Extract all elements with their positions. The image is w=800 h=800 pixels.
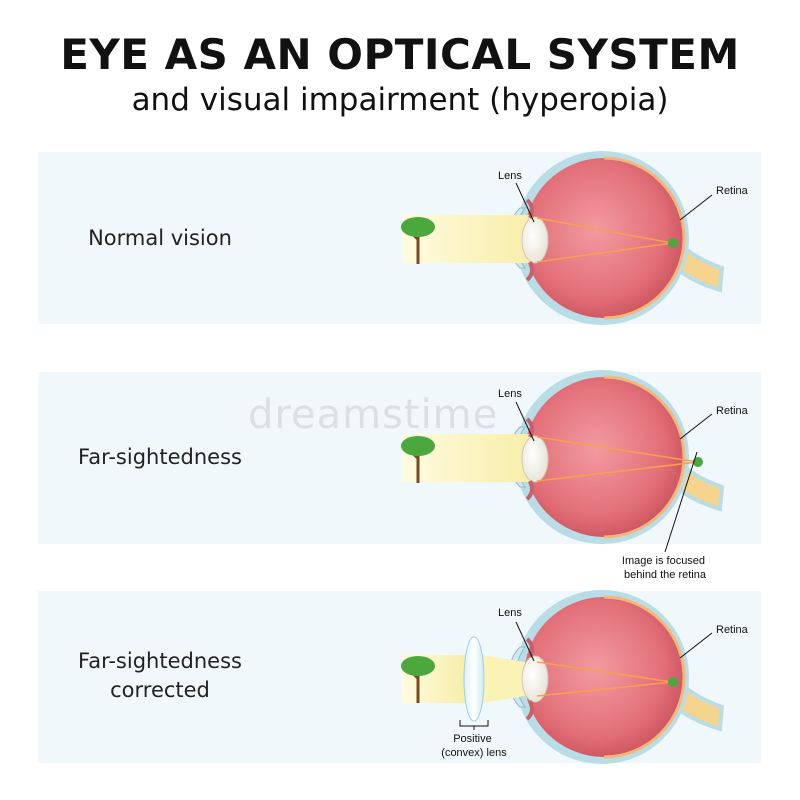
lens-pointer	[515, 621, 535, 662]
panel-label-corrected: Far-sightedness corrected	[40, 647, 280, 705]
retina-pointer	[679, 413, 713, 440]
ray-bottom	[536, 681, 673, 697]
lens	[521, 216, 549, 264]
retina-label: Retina	[716, 405, 749, 417]
iris	[525, 198, 534, 282]
tree-icon	[401, 217, 435, 264]
retina-layer	[603, 375, 686, 539]
convex-lens-line: Positive	[453, 733, 492, 745]
eyeball	[524, 597, 684, 757]
light-beam-converging	[482, 655, 525, 703]
lens	[521, 655, 549, 703]
ray-top	[536, 217, 673, 244]
watermark: dreamstime	[248, 392, 499, 438]
retina-label: Retina	[716, 185, 749, 197]
iris	[525, 417, 534, 501]
retina-pointer	[679, 632, 713, 659]
focused-image-icon	[668, 238, 678, 248]
iris	[525, 637, 534, 721]
convex-lens	[463, 636, 485, 722]
convex-lens-label: Positive (convex) lens	[441, 733, 507, 759]
lens-pointer	[515, 401, 535, 442]
eye-normal	[402, 151, 725, 325]
panel-label-far-sightedness: Far-sightedness	[40, 443, 280, 472]
retina-label: Retina	[716, 624, 749, 636]
note-line: behind the retina	[624, 569, 707, 581]
convex-lens-bracket	[459, 720, 489, 730]
convex-lens-line: (convex) lens	[441, 747, 507, 759]
panel-label-line: Far-sightedness	[78, 445, 242, 469]
page-title: EYE AS AN OPTICAL SYSTEM	[60, 30, 740, 79]
note-pointer	[664, 451, 698, 553]
panel-label-line: Far-sightedness	[78, 649, 242, 673]
panel-label-normal: Normal vision	[40, 224, 280, 253]
page-subtitle: and visual impairment (hyperopia)	[131, 82, 669, 118]
ray-top	[536, 661, 673, 683]
focused-image-icon	[668, 677, 678, 687]
ray-bottom	[536, 461, 699, 482]
focused-image-icon	[693, 457, 703, 467]
eyeball	[524, 158, 684, 318]
lens	[521, 435, 549, 483]
ray-bottom	[536, 242, 673, 263]
note-line: Image is focused	[622, 555, 705, 567]
eyeball	[524, 377, 684, 537]
lens-label: Lens	[498, 607, 522, 619]
retina-layer	[603, 156, 686, 320]
lens-label: Lens	[498, 170, 522, 182]
tree-icon	[401, 656, 435, 703]
tree-icon	[401, 436, 435, 483]
eye-corrected	[402, 590, 725, 764]
panel-label-line: corrected	[110, 678, 210, 702]
eye-far-sightedness	[402, 370, 725, 544]
note-label: Image is focused behind the retina	[622, 555, 708, 581]
ray-top	[536, 436, 699, 463]
retina-pointer	[679, 194, 713, 221]
retina-layer	[603, 595, 686, 759]
panel-label-line: Normal vision	[88, 226, 232, 250]
lens-label: Lens	[498, 388, 522, 400]
lens-pointer	[515, 182, 535, 223]
